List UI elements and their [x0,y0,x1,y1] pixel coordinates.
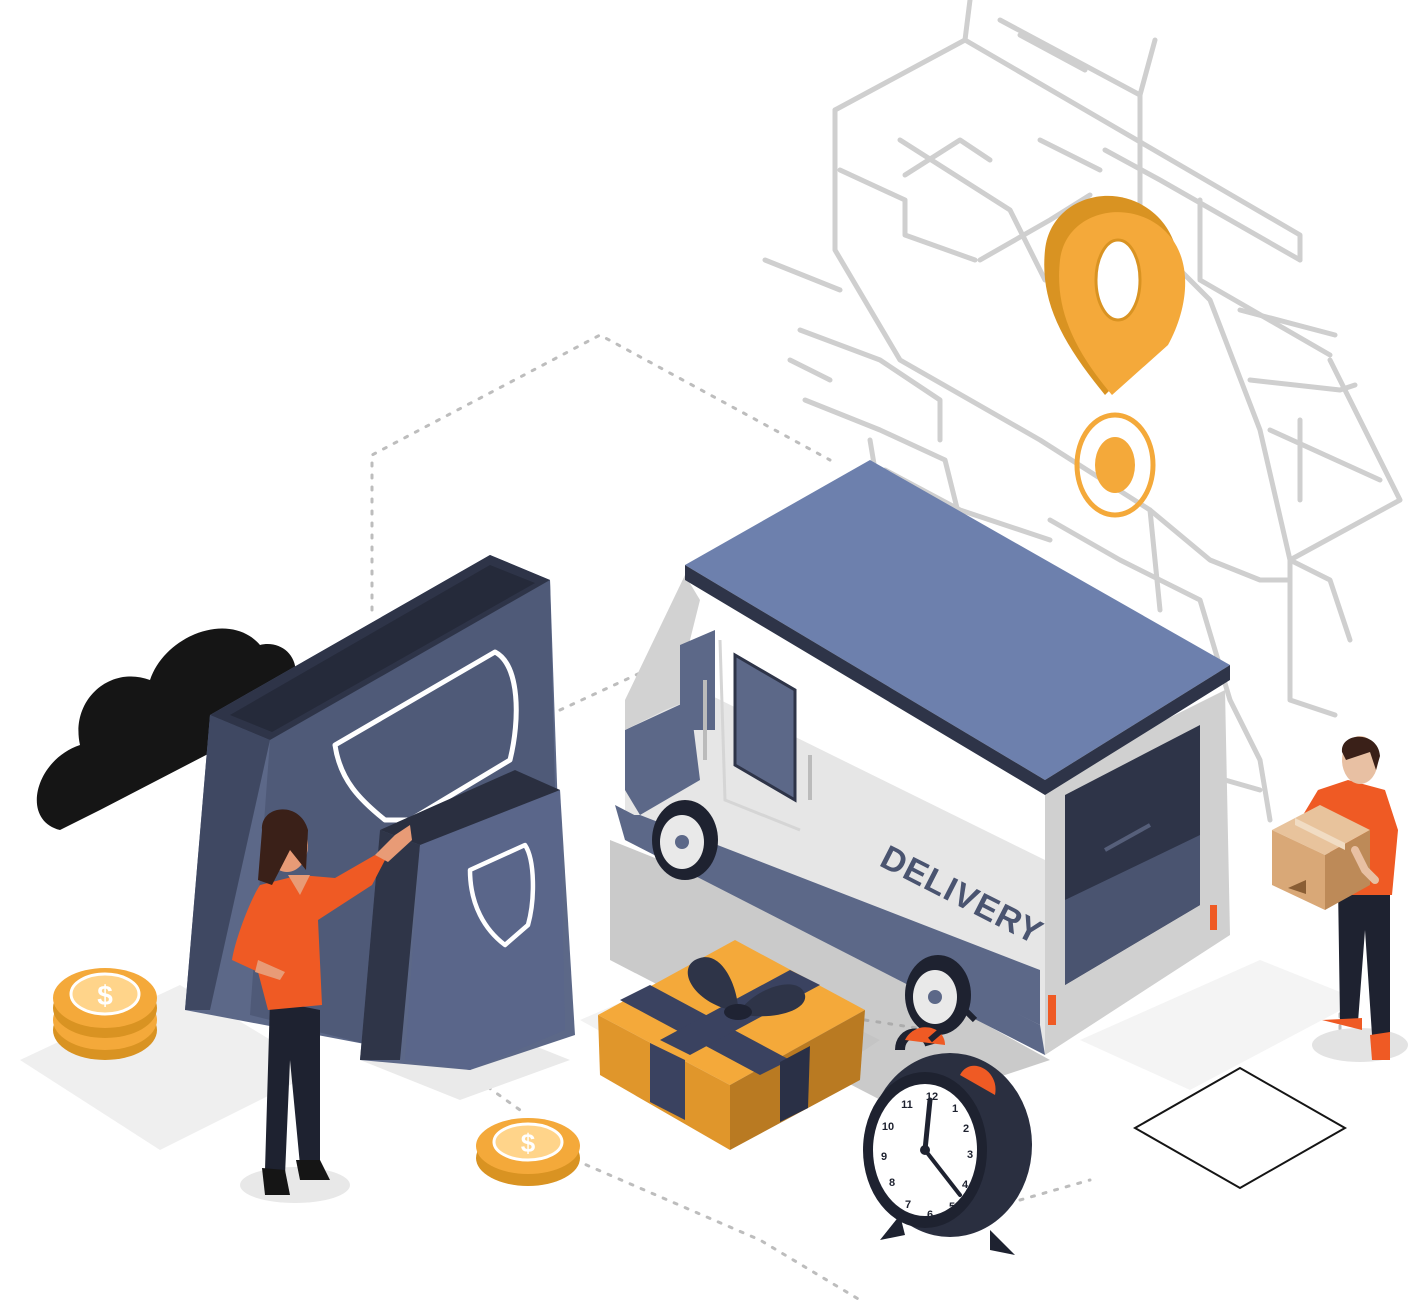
clock-number-2: 2 [963,1123,969,1135]
van-front-wheel [652,800,718,880]
clock-number-6: 6 [927,1209,933,1221]
clock-number-8: 8 [889,1177,895,1189]
clock-hour-hand [922,1097,933,1153]
gift-box-icon [598,940,865,1150]
clock-face-numbers: 12 1 2 3 4 5 6 7 8 9 10 11 [881,1091,973,1221]
cardboard-box-icon [1272,805,1379,910]
location-pin-icon [1044,195,1186,395]
clock-number-1: 1 [952,1103,958,1115]
clock-number-3: 3 [967,1149,973,1161]
van-rear-wheel [905,955,971,1035]
woman-figure [232,809,412,1203]
city-map-grid [762,0,1403,823]
shopping-bag-small [360,770,575,1070]
clock-minute-hand [923,1148,962,1197]
drop-zone-outline [1132,1066,1348,1190]
coin-icon: $ [476,1118,580,1186]
clock-number-10: 10 [882,1121,894,1133]
clock-number-4: 4 [962,1179,969,1191]
delivery-van: DELIVERY [615,460,1230,1055]
coin-stack-icon: $ [53,968,157,1060]
location-target-icon [1074,412,1156,518]
clock-number-7: 7 [905,1199,911,1211]
coin-symbol-2: $ [521,1128,536,1158]
clock-number-5: 5 [949,1201,955,1213]
cloud-icon [36,628,306,830]
clock-number-9: 9 [881,1151,887,1163]
alarm-clock-icon: 12 1 2 3 4 5 6 7 8 9 10 11 [863,1005,1032,1255]
clock-number-11: 11 [901,1099,913,1111]
coin-symbol-1: $ [97,980,113,1011]
